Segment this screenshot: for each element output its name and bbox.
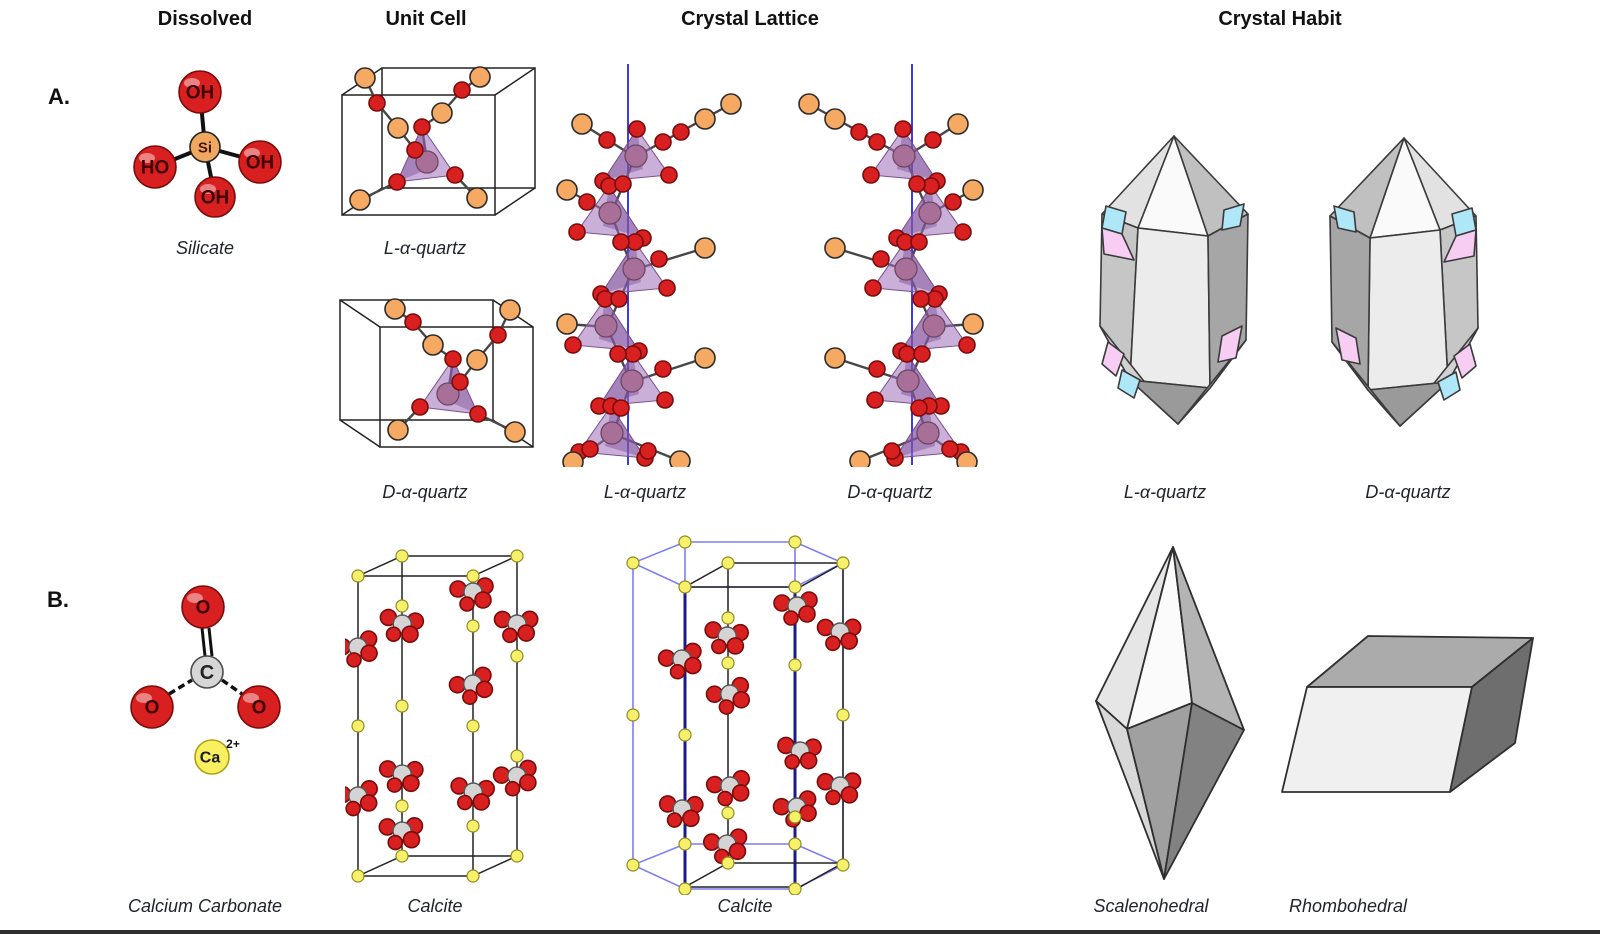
calcium-atoms	[626, 535, 850, 895]
header-crystal-habit: Crystal Habit	[1218, 8, 1342, 30]
oh-top-label: OH	[186, 83, 215, 104]
row-a-marker: A.	[48, 84, 70, 109]
bottom-rule	[0, 930, 1600, 934]
scalenohedral-caption: Scalenohedral	[1093, 896, 1209, 916]
rhombohedral-caption: Rhombohedral	[1288, 896, 1408, 916]
l-alpha-quartz-habit-caption: L-α-quartz	[1123, 482, 1207, 502]
header-dissolved: Dissolved	[157, 8, 253, 30]
l-alpha-quartz-lattice	[555, 62, 745, 467]
d-alpha-quartz-habit-caption: D-α-quartz	[1365, 482, 1451, 502]
calcite-unit-cell	[345, 549, 541, 883]
calcite-lattice-caption: Calcite	[717, 896, 773, 916]
calcite-unit-cell-caption: Calcite	[407, 896, 463, 916]
ca-charge-label: 2+	[226, 737, 240, 751]
calcium-carbonate-molecule: O O O C Ca 2+	[130, 585, 281, 775]
calcite-lattice	[626, 535, 863, 895]
row-b-marker: B.	[47, 587, 69, 612]
l-alpha-quartz-unit-cell-caption: L-α-quartz	[383, 238, 467, 258]
l-alpha-quartz-lattice-caption: L-α-quartz	[603, 482, 687, 502]
d-alpha-quartz-lattice	[795, 62, 985, 467]
d-alpha-quartz-unit-cell	[338, 297, 535, 449]
header-crystal-lattice: Crystal Lattice	[681, 8, 819, 30]
o-right-label: O	[252, 698, 267, 719]
silicate-molecule: OH HO OH OH Si	[133, 70, 282, 218]
hydroxyl-atoms	[133, 70, 282, 218]
oh-bottom-label: OH	[201, 188, 230, 209]
oxygen-atoms	[130, 585, 281, 729]
header-unit-cell: Unit Cell	[385, 8, 467, 30]
scalenohedral-habit	[1095, 546, 1245, 880]
silicon-atom	[189, 131, 221, 163]
d-alpha-quartz-habit	[1329, 137, 1479, 427]
carbon-atom	[190, 655, 224, 689]
ho-left-label: HO	[141, 158, 170, 179]
rhombohedral-habit	[1281, 635, 1534, 793]
oh-right-label: OH	[246, 153, 275, 174]
silicate-caption: Silicate	[175, 238, 235, 258]
calcium-atoms	[351, 549, 524, 883]
si-label: Si	[198, 140, 212, 157]
ca-label: Ca	[200, 750, 221, 767]
o-left-label: O	[145, 698, 160, 719]
d-alpha-quartz-unit-cell-caption: D-α-quartz	[382, 482, 468, 502]
l-alpha-quartz-habit	[1099, 135, 1249, 425]
calcium-ion	[194, 739, 230, 775]
c-label: C	[200, 662, 214, 684]
d-alpha-quartz-lattice-caption: D-α-quartz	[847, 482, 933, 502]
o-top-label: O	[196, 598, 211, 619]
l-alpha-quartz-unit-cell	[340, 65, 537, 217]
calcium-carbonate-caption: Calcium Carbonate	[127, 896, 283, 916]
